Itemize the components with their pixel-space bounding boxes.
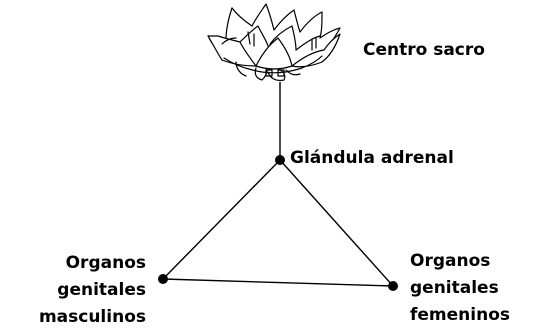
label-centro-sacro: Centro sacro [363,40,485,60]
connector-masculinos-femeninos [162,278,394,287]
connector-adrenal-femeninos [279,159,394,287]
label-line: genitales [57,280,146,300]
node-glandula-adrenal [275,155,285,165]
label-organos-masculinos: Organos genitales masculinos [8,250,146,331]
node-organos-masculinos [158,274,168,284]
node-organos-femeninos [388,281,398,291]
connector-adrenal-masculinos [162,159,281,280]
label-line: Organos [65,253,146,273]
label-line: femeninos [410,305,510,325]
label-line: genitales [410,278,499,298]
label-glandula-adrenal: Glándula adrenal [290,148,454,168]
label-organos-femeninos: Organos genitales femeninos [410,248,510,329]
label-line: masculinos [38,307,146,327]
label-line: Organos [410,251,491,271]
lotus-flower-icon [207,3,341,82]
